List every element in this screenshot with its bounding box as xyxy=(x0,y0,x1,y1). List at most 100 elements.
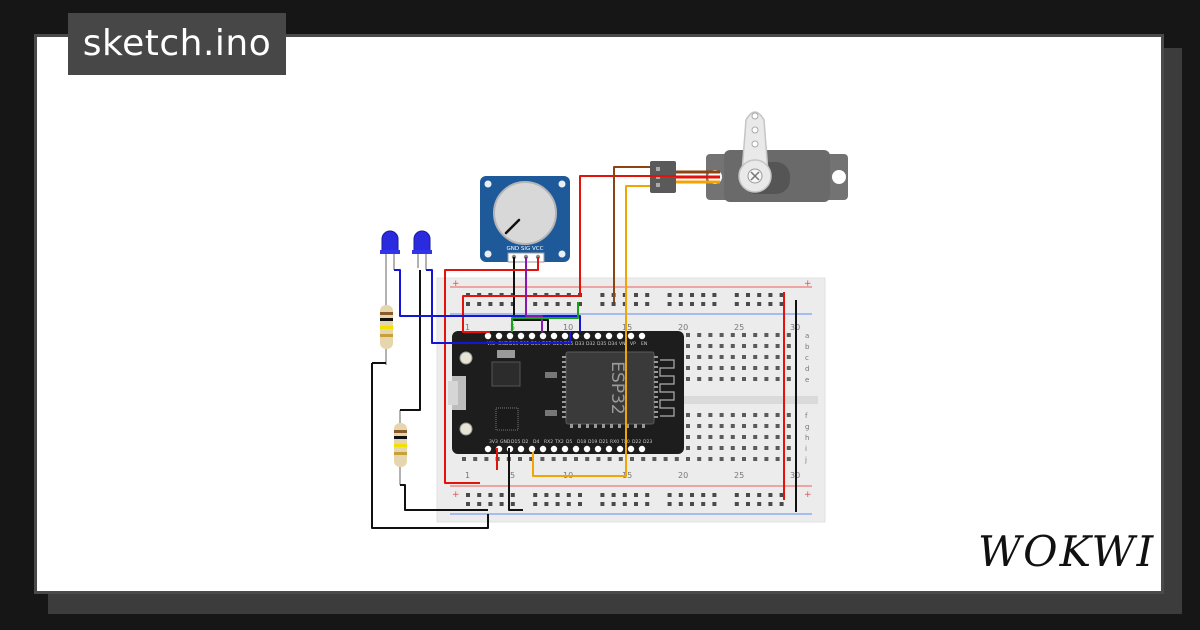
potentiometer[interactable]: GND SIG VCC xyxy=(480,176,570,263)
rail-hole xyxy=(488,502,493,506)
wire-gnd-pot[interactable] xyxy=(513,257,549,332)
header-pin[interactable] xyxy=(583,332,591,340)
row-letter-g: g xyxy=(805,423,809,431)
header-pin[interactable] xyxy=(638,445,646,453)
rail-hole xyxy=(499,502,504,506)
wire-vcc-servo[interactable] xyxy=(462,175,676,333)
grid-hole xyxy=(686,413,690,417)
header-pin[interactable] xyxy=(539,332,547,340)
module-pad xyxy=(562,356,566,358)
module-pad xyxy=(654,371,658,373)
header-pin[interactable] xyxy=(605,332,613,340)
header-pin[interactable] xyxy=(484,445,492,453)
rail-hole xyxy=(746,502,750,506)
module-pad xyxy=(562,366,566,368)
grid-hole xyxy=(686,355,690,359)
module-pad xyxy=(562,401,566,403)
potentiometer-knob[interactable] xyxy=(493,181,557,245)
grid-hole xyxy=(686,333,690,337)
rail-hole xyxy=(600,502,605,506)
header-pin[interactable] xyxy=(528,445,536,453)
header-pin[interactable] xyxy=(572,332,580,340)
grid-hole xyxy=(742,344,746,348)
header-pin[interactable] xyxy=(528,332,536,340)
header-pin[interactable] xyxy=(561,445,569,453)
header-pin[interactable] xyxy=(561,332,569,340)
header-pin[interactable] xyxy=(605,445,613,453)
esp32-header-top xyxy=(484,332,646,340)
wire-rail-vcc[interactable] xyxy=(496,292,785,500)
header-pin[interactable] xyxy=(550,445,558,453)
esp32-pin-label-d33: D33 xyxy=(575,341,584,347)
header-pin[interactable] xyxy=(627,445,635,453)
module-pad xyxy=(654,406,658,408)
header-pin[interactable] xyxy=(616,445,624,453)
esp32-pin-label-rx0: RX0 xyxy=(610,439,619,445)
grid-hole xyxy=(607,457,612,461)
header-pin[interactable] xyxy=(594,332,602,340)
grid-hole xyxy=(730,377,735,381)
row-letter-c: c xyxy=(805,354,809,362)
header-pin[interactable] xyxy=(583,445,591,453)
header-pin[interactable] xyxy=(594,445,602,453)
grid-hole xyxy=(719,424,724,428)
grid-hole xyxy=(730,435,735,439)
rail-hole xyxy=(757,502,762,506)
row-letter-f: f xyxy=(805,412,808,420)
rail-hole xyxy=(746,493,750,497)
header-pin[interactable] xyxy=(495,332,503,340)
wire-servo-gnd[interactable] xyxy=(613,166,650,302)
module-pad xyxy=(562,411,566,413)
wire-pot-signal[interactable] xyxy=(525,257,543,332)
reset-button[interactable] xyxy=(459,422,473,436)
wire-led1-signal[interactable] xyxy=(394,269,581,332)
header-pin[interactable] xyxy=(517,445,525,453)
wire-led2-signal[interactable] xyxy=(426,269,571,344)
rail-hole xyxy=(634,302,638,306)
servo-screw-icon xyxy=(750,171,760,181)
header-pin[interactable] xyxy=(572,445,580,453)
rail-hole xyxy=(768,502,773,506)
wire-vcc-pot[interactable] xyxy=(444,257,539,484)
regulator-tab xyxy=(497,350,515,358)
grid-hole xyxy=(719,377,724,381)
header-pin[interactable] xyxy=(616,332,624,340)
resistor-2[interactable] xyxy=(394,410,407,485)
wire-gnd-resistor1[interactable] xyxy=(371,362,489,529)
grid-hole xyxy=(697,446,702,450)
led-1[interactable] xyxy=(380,230,400,270)
grid-hole xyxy=(719,457,724,461)
rail-hole xyxy=(701,502,706,506)
grid-hole xyxy=(697,435,702,439)
grid-hole xyxy=(730,413,735,417)
rail-hole xyxy=(566,302,571,306)
header-pin[interactable] xyxy=(627,332,635,340)
servo-motor[interactable] xyxy=(650,111,848,202)
header-pin[interactable] xyxy=(550,332,558,340)
grid-hole xyxy=(708,333,713,337)
led-2[interactable] xyxy=(412,230,432,270)
esp32-board[interactable]: VIN GND D13 D12 D14 D27 D26 D25 D33 D32 … xyxy=(448,331,684,454)
wire-gnd-esp32[interactable] xyxy=(508,448,523,511)
grid-hole xyxy=(764,413,769,417)
grid-hole xyxy=(719,413,724,417)
grid-hole xyxy=(708,424,713,428)
resistor-1[interactable] xyxy=(380,268,393,365)
header-pin[interactable] xyxy=(484,332,492,340)
header-pin[interactable] xyxy=(517,332,525,340)
boot-button[interactable] xyxy=(459,351,473,365)
header-pin[interactable] xyxy=(638,332,646,340)
header-pin[interactable] xyxy=(506,332,514,340)
rail-hole xyxy=(678,293,683,297)
wire-green[interactable] xyxy=(511,302,579,332)
header-pin[interactable] xyxy=(539,445,547,453)
grid-hole xyxy=(630,457,634,461)
wire-servo-signal[interactable] xyxy=(532,185,650,477)
esp32-pin-label-d34: D34 xyxy=(608,341,617,347)
module-pad xyxy=(562,396,566,398)
wokwi-logo[interactable]: WOKWI xyxy=(978,527,1156,576)
rail-hole xyxy=(510,502,515,506)
col-num-top-1: 1 xyxy=(465,323,470,332)
sketch-name-label[interactable]: sketch.ino xyxy=(68,13,286,75)
